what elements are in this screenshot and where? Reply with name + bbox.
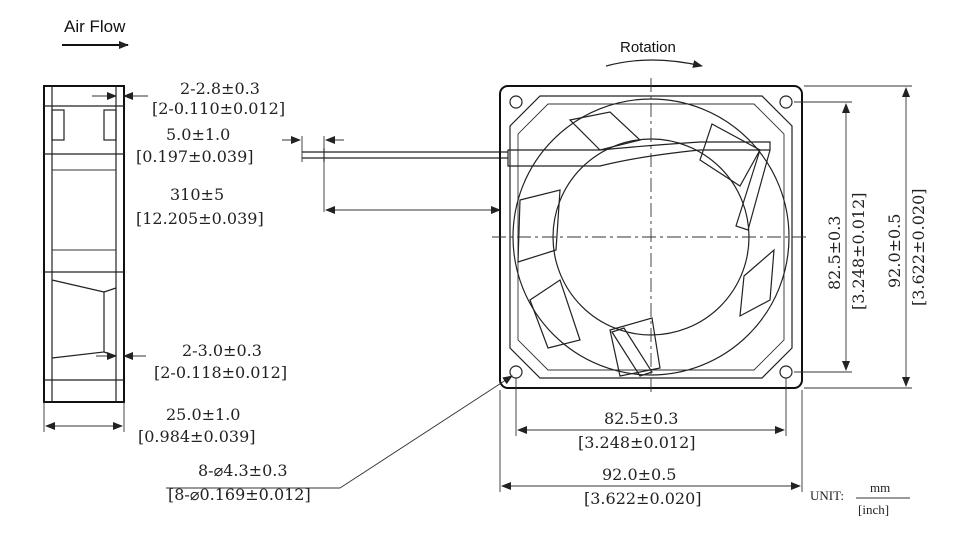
lead-length-mm: 310±5 [170,185,224,204]
unit-mm: mm [870,480,890,495]
frame-width-h-mm: 92.0±0.5 [602,465,676,484]
front-view [492,78,810,396]
bottom-tab-mm: 2-3.0±0.3 [182,341,262,360]
frame-width-v-inch: [3.622±0.020] [909,189,928,307]
tab-width-mm: 2-2.8±0.3 [180,79,260,98]
tab-width-inch: [2-0.110±0.012] [152,99,285,118]
side-view [43,85,125,403]
air-flow-label: Air Flow [64,17,126,36]
frame-width-v-mm: 92.0±0.5 [885,214,904,288]
hole-spacing-h-inch: [3.248±0.012] [578,433,696,452]
frame-width-h-inch: [3.622±0.020] [584,489,702,508]
unit-inch: [inch] [858,502,889,517]
wire-lead [282,136,508,214]
hole-spacing-v-mm: 82.5±0.3 [825,216,844,290]
rotation-label: Rotation [620,39,676,56]
thickness-mm: 25.0±1.0 [166,405,240,424]
thickness-inch: [0.984±0.039] [138,427,256,446]
lead-length-inch: [12.205±0.039] [136,209,264,228]
hole-spacing-h-mm: 82.5±0.3 [604,409,678,428]
holes-inch: [8-⌀0.169±0.012] [168,485,311,504]
hole-spacing-v-inch: [3.248±0.012] [849,193,868,311]
unit-label: UNIT: [810,488,844,503]
bottom-tab-inch: [2-0.118±0.012] [154,363,287,382]
rotation-arrow [605,59,703,68]
wire-strip-inch: [0.197±0.039] [136,147,254,166]
holes-mm: 8-⌀4.3±0.3 [198,461,288,480]
wire-strip-mm: 5.0±1.0 [166,125,230,144]
